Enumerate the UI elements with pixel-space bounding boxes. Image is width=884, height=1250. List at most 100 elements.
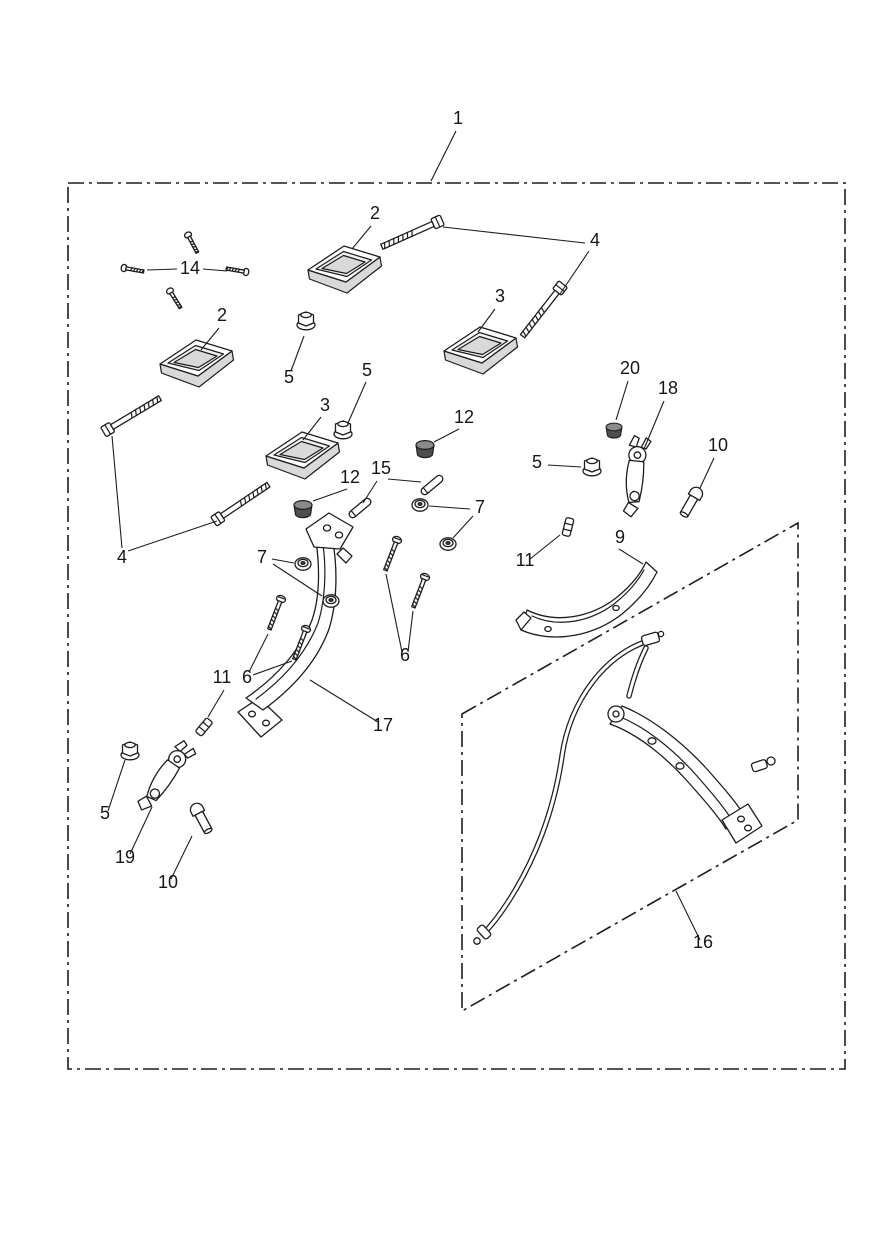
leader-line (615, 380, 629, 421)
cable-nipple-top (657, 630, 665, 638)
callout-7r: 7 (475, 497, 485, 517)
cable-highlight (481, 639, 650, 936)
callout-2b: 2 (217, 305, 227, 325)
leader-line (430, 130, 457, 182)
leader-line (547, 464, 582, 468)
plate-hole-a (736, 815, 746, 823)
callout-19: 19 (115, 847, 135, 867)
leader-line (302, 416, 322, 441)
bracket-mount-plate (721, 803, 763, 844)
leader-line (107, 759, 126, 812)
leader-line (618, 548, 644, 565)
leader-line (699, 457, 715, 489)
part-5-nut-a (296, 311, 316, 331)
leader-line (643, 400, 665, 450)
flange-hole-a (322, 524, 332, 532)
bracket-plate-hole-a (247, 710, 257, 718)
callout-10r: 10 (708, 435, 728, 455)
part-17-hanger-bracket (237, 512, 354, 738)
leader-lines (107, 130, 715, 941)
leader-line (312, 488, 348, 502)
callout-2a: 2 (370, 203, 380, 223)
assembled-bracket-edge (617, 715, 733, 821)
leader-line (675, 890, 701, 941)
callout-12a: 12 (454, 407, 474, 427)
plate-hole-b (743, 824, 753, 832)
callout-3b: 3 (320, 395, 330, 415)
flange-hole-b (334, 531, 344, 539)
callout-14: 14 (180, 258, 200, 278)
part-5-nut-d (120, 741, 140, 761)
callout-6r: 6 (400, 645, 410, 665)
leader-line (309, 679, 379, 723)
part-12-bumper-b (293, 500, 313, 519)
part-9-heel-guard (515, 561, 658, 638)
bracket-plate-hole-b (261, 719, 271, 727)
leader-line (433, 428, 460, 443)
part-20-cap (605, 422, 623, 439)
callout-5a: 5 (284, 367, 294, 387)
leader-line (385, 573, 414, 653)
callout-20: 20 (620, 358, 640, 378)
callout-7l: 7 (257, 547, 267, 567)
leader-line (347, 381, 367, 424)
callout-16: 16 (693, 932, 713, 952)
leader-line (529, 534, 561, 560)
leader-line (207, 689, 225, 718)
part-5-nut-b (333, 420, 353, 440)
leader-line (111, 435, 218, 552)
leader-line (428, 505, 474, 539)
cable-end-fitting-bottom (476, 924, 492, 940)
heel-guard-hole-b (612, 604, 620, 612)
pivot-pin (750, 759, 768, 773)
leader-line (248, 633, 293, 676)
leader-line (146, 268, 228, 272)
callout-17: 17 (373, 715, 393, 735)
part-7-nut-c (294, 557, 312, 571)
callout-labels: 1 2 4 14 2 3 5 5 3 12 20 18 10 5 12 15 7… (100, 108, 728, 952)
heel-guard-edge (531, 569, 645, 623)
callout-10l: 10 (158, 872, 178, 892)
part-16-boundary (461, 521, 799, 1013)
pivot-pin-head (766, 756, 776, 766)
callout-11r: 11 (516, 550, 535, 570)
leader-line (362, 478, 422, 504)
leader-line (200, 327, 220, 351)
part-16-assembly (461, 521, 799, 1013)
leader-line (442, 226, 590, 295)
callout-5d: 5 (100, 803, 110, 823)
callout-5b: 5 (362, 360, 372, 380)
leader-line (290, 335, 305, 372)
bracket-bolt-head-b (675, 762, 685, 770)
callout-3a: 3 (495, 286, 505, 306)
bracket-tube-edge (255, 544, 326, 700)
leader-line (477, 308, 496, 333)
heel-guard-body (520, 561, 658, 638)
callout-4l: 4 (117, 547, 127, 567)
heel-guard-hole-a (544, 625, 552, 633)
callout-9: 9 (615, 527, 625, 547)
leader-line (170, 835, 193, 880)
part-1-kit-boundary (67, 182, 846, 1070)
leader-line (351, 225, 372, 250)
cable-nipple-bottom (473, 937, 481, 945)
part-12-bumper-a (415, 440, 435, 459)
bracket-bolt-head-a (647, 737, 657, 745)
cable-end-fitting-top (640, 631, 661, 647)
leader-line (271, 558, 323, 597)
leader-line (129, 806, 153, 855)
parts-layer (99, 214, 799, 1013)
callout-4r: 4 (590, 230, 600, 250)
bracket-pivot-hole (612, 710, 620, 718)
cable-link-highlight (627, 646, 648, 698)
heel-guard-tab (515, 611, 532, 631)
part-7-nut-b (439, 537, 457, 551)
callout-11l: 11 (213, 667, 232, 687)
part-7-nut-d (322, 594, 340, 608)
callout-1: 1 (453, 108, 463, 128)
bracket-hook (336, 547, 353, 564)
part-7-nut-a (411, 498, 429, 512)
callout-15: 15 (371, 458, 391, 478)
